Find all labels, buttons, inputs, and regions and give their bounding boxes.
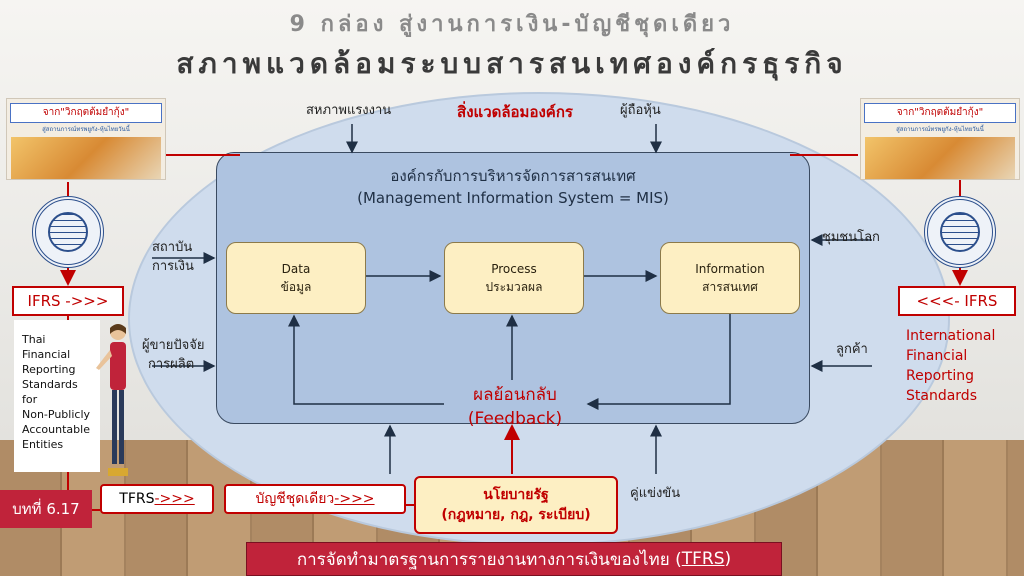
- label-suppliers: ผู้ขายปัจจัยการผลิต: [142, 338, 205, 372]
- government-policy-box: นโยบายรัฐ (กฎหมาย, กฎ, ระเบียบ): [414, 476, 618, 534]
- imf-seal-icon: [32, 196, 104, 268]
- book-image-left: [11, 137, 161, 179]
- label-competitors: คู่แข่งขัน: [630, 486, 681, 501]
- book-image-right: [865, 137, 1015, 179]
- feedback-label: ผลย้อนกลับ (Feedback): [467, 385, 563, 429]
- book-title-left: จาก"วิกฤตต้มยำกุ้ง": [10, 103, 162, 123]
- ifrs-box-left: IFRS ->>>: [12, 286, 124, 316]
- book-cover-right: จาก"วิกฤตต้มยำกุ้ง" สู่สถานการณ์ทรพยูกัง…: [860, 98, 1020, 180]
- book-subtitle-left: สู่สถานการณ์ทรพยูกัง-หุ้นไทยวันนี้: [42, 126, 130, 133]
- imf-seal-icon-right: [924, 196, 996, 268]
- tfrs-box: TFRS ->>>: [100, 484, 214, 514]
- footer-banner: การจัดทำมาตรฐานการรายงานทางการเงินของไทย…: [246, 542, 782, 576]
- book-subtitle-right: สู่สถานการณ์ทรพยูกัง-หุ้นไทยวันนี้: [896, 126, 984, 133]
- label-shareholders: ผู้ถือหุ้น: [620, 103, 661, 118]
- slide-title-line2: สภาพแวดล้อมระบบสารสนเทศองค์กรธุรกิจ: [176, 47, 848, 80]
- slide-title-line1: 9 กล่อง สู่งานการเงิน-บัญชีชุดเดียว: [289, 12, 735, 37]
- chapter-badge: บทที่ 6.17: [0, 490, 92, 528]
- label-customers: ลูกค้า: [836, 342, 868, 357]
- label-global-community: ชุมชนโลก: [822, 230, 880, 245]
- label-financial-institution: สถาบันการเงิน: [152, 240, 194, 274]
- book-cover-left: จาก"วิกฤตต้มยำกุ้ง" สู่สถานการณ์ทรพยูกัง…: [6, 98, 166, 180]
- presenter-figure-icon: [96, 324, 128, 476]
- tfrs-npae-text: Thai Financial Reporting Standards for N…: [14, 320, 100, 472]
- mis-title: องค์กรกับการบริหารจัดการสารสนเทศ (Manage…: [357, 167, 669, 207]
- ifrs-box-right: <<<- IFRS: [898, 286, 1016, 316]
- environment-title: สิ่งแวดล้อมองค์กร: [457, 103, 573, 121]
- label-labor-union: สหภาพแรงงาน: [306, 103, 392, 118]
- ifrs-full-name: International Financial Reporting Standa…: [906, 328, 996, 404]
- single-account-box: บัญชีชุดเดียว ->>>: [224, 484, 406, 514]
- book-title-right: จาก"วิกฤตต้มยำกุ้ง": [864, 103, 1016, 123]
